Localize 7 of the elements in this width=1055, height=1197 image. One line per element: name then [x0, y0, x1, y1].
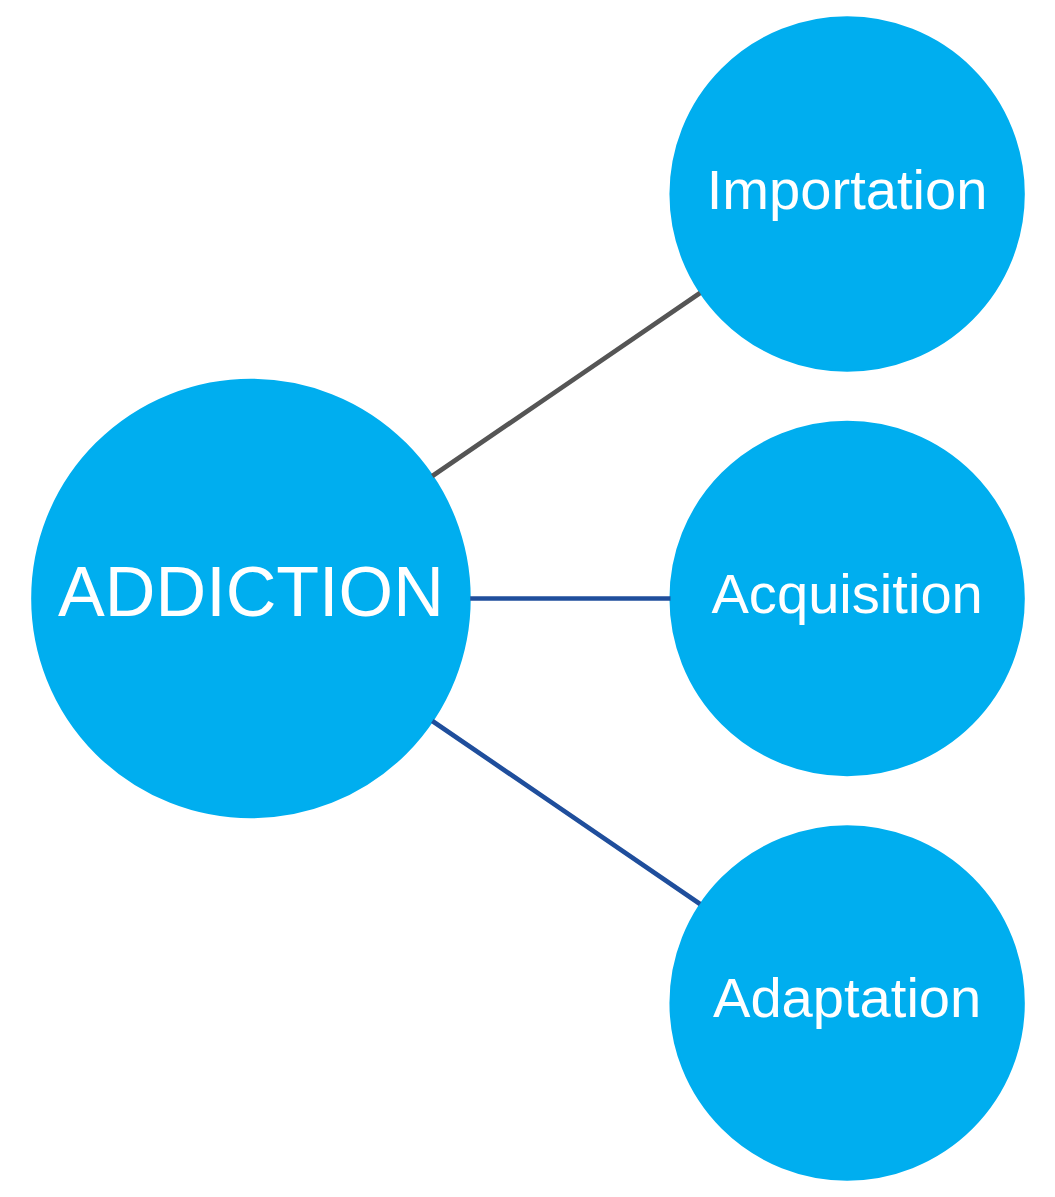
node-circle: ADDICTION	[30, 378, 471, 819]
node-circle: Adaptation	[668, 825, 1025, 1181]
node-circle: Acquisition	[668, 420, 1025, 777]
node-circle: Importation	[668, 16, 1025, 372]
connector	[469, 596, 670, 601]
connector	[430, 719, 701, 906]
connector	[430, 291, 701, 478]
